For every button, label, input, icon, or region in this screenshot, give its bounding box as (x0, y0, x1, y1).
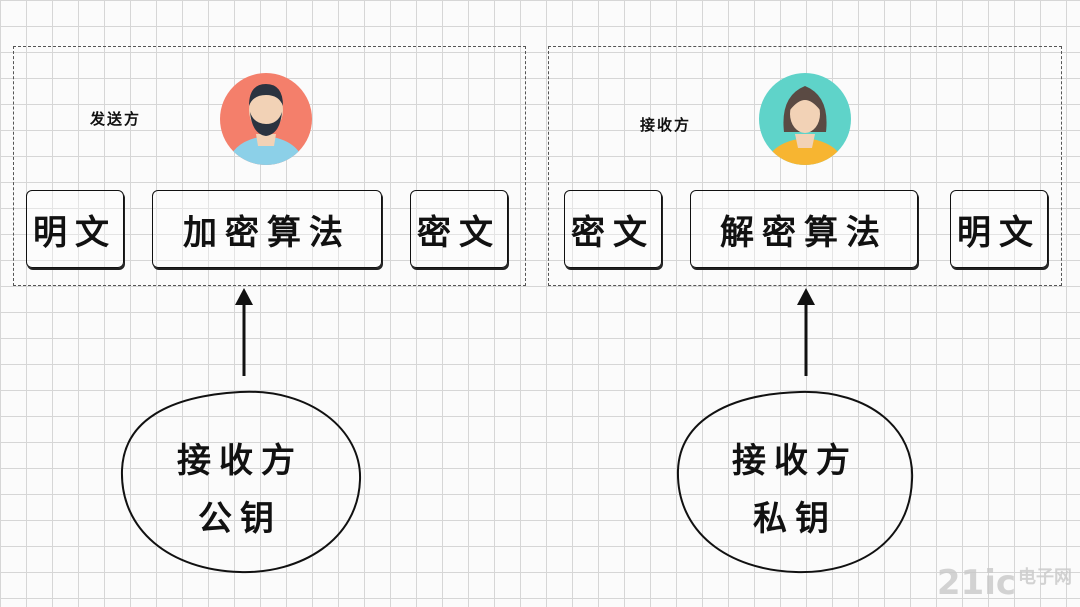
sender-key-owner: 接收方 (177, 441, 303, 481)
sender-key-type: 公钥 (198, 499, 282, 539)
receiver-key-label: 接收方 私钥 (705, 432, 885, 548)
sender-avatar-icon (220, 73, 312, 165)
watermark-site: 电子网 (1018, 567, 1072, 588)
receiver-key-arrow (797, 288, 815, 376)
receiver-ciphertext-box: 密文 (564, 190, 662, 268)
watermark-brand: 21ic (936, 563, 1016, 603)
encryption-algorithm-box: 加密算法 (152, 190, 382, 268)
receiver-key-ellipse (676, 390, 914, 574)
decryption-algorithm-box: 解密算法 (690, 190, 918, 268)
receiver-avatar-icon (759, 73, 851, 165)
sender-key-label: 接收方 公钥 (150, 432, 330, 548)
receiver-panel (548, 46, 1062, 286)
receiver-key-type: 私钥 (753, 499, 837, 539)
sender-key-ellipse (120, 390, 362, 574)
sender-title: 发送方 (90, 110, 142, 128)
receiver-title: 接收方 (640, 116, 692, 134)
receiver-plaintext-box: 明文 (950, 190, 1048, 268)
receiver-key-owner: 接收方 (732, 441, 858, 481)
sender-plaintext-box: 明文 (26, 190, 124, 268)
sender-ciphertext-box: 密文 (410, 190, 508, 268)
sender-panel (13, 46, 526, 286)
sender-key-arrow (235, 288, 253, 376)
